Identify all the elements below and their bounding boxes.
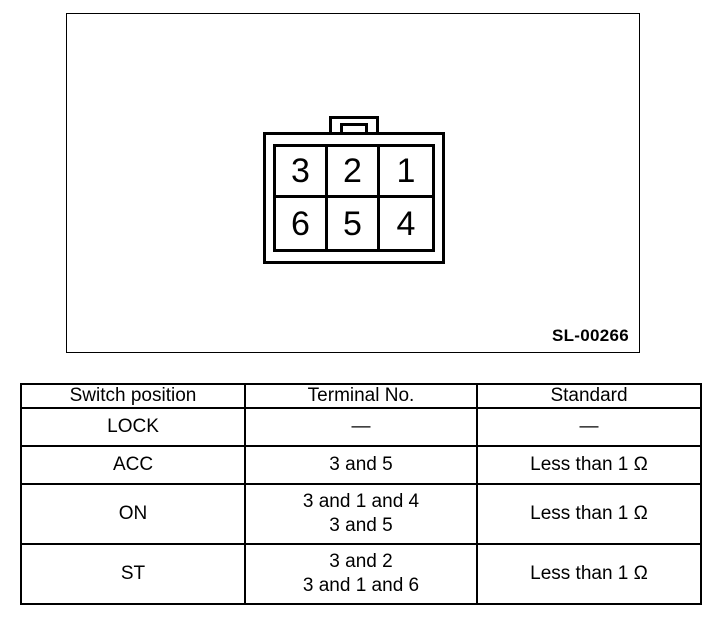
column-header-standard: Standard [476, 383, 702, 409]
cell-terminal-no: — [244, 407, 478, 447]
cell-standard: Less than 1 Ω [476, 483, 702, 545]
cell-switch-position: ON [20, 483, 246, 545]
pin-cell: 1 [380, 147, 432, 198]
table-row: ACC 3 and 5 Less than 1 Ω [20, 445, 702, 485]
terminal-line: 3 and 2 [329, 550, 393, 572]
pin-cell: 2 [328, 147, 380, 198]
table-row: LOCK — — [20, 407, 702, 447]
cell-switch-position: ST [20, 543, 246, 605]
cell-terminal-no: 3 and 5 [244, 445, 478, 485]
pin-cell: 4 [396, 204, 416, 243]
terminal-line: 3 and 5 [329, 453, 393, 475]
cell-standard: — [476, 407, 702, 447]
terminal-line: 3 and 1 and 4 [302, 490, 420, 512]
table-row: ON 3 and 1 and 4 3 and 5 Less than 1 Ω [20, 483, 702, 545]
figure-panel: 3 2 1 6 5 4 SL-00266 [66, 13, 640, 353]
column-header-terminal-no: Terminal No. [244, 383, 478, 409]
pin-cell: 3 [276, 147, 328, 198]
cell-terminal-no: 3 and 2 3 and 1 and 6 [244, 543, 478, 605]
cell-switch-position: ACC [20, 445, 246, 485]
terminal-line: 3 and 5 [329, 515, 393, 536]
cell-standard: Less than 1 Ω [476, 543, 702, 605]
figure-id-label: SL-00266 [551, 326, 629, 345]
cell-switch-position: LOCK [20, 407, 246, 447]
cell-terminal-no: 3 and 1 and 4 3 and 5 [244, 483, 478, 545]
table-header-row: Switch position Terminal No. Standard [20, 383, 702, 409]
switch-continuity-table: Switch position Terminal No. Standard LO… [20, 383, 702, 605]
pin-cell: 6 [276, 198, 328, 249]
column-header-switch-position: Switch position [20, 383, 246, 409]
table-row: ST 3 and 2 3 and 1 and 6 Less than 1 Ω [20, 543, 702, 605]
terminal-line: 3 and 1 and 6 [302, 575, 420, 596]
terminal-line: — [351, 415, 371, 437]
pin-cell: 5 [328, 198, 380, 249]
connector-diagram: 3 2 1 6 5 4 [263, 116, 445, 264]
connector-pin-grid: 3 2 1 6 5 4 [273, 144, 435, 252]
cell-standard: Less than 1 Ω [476, 445, 702, 485]
